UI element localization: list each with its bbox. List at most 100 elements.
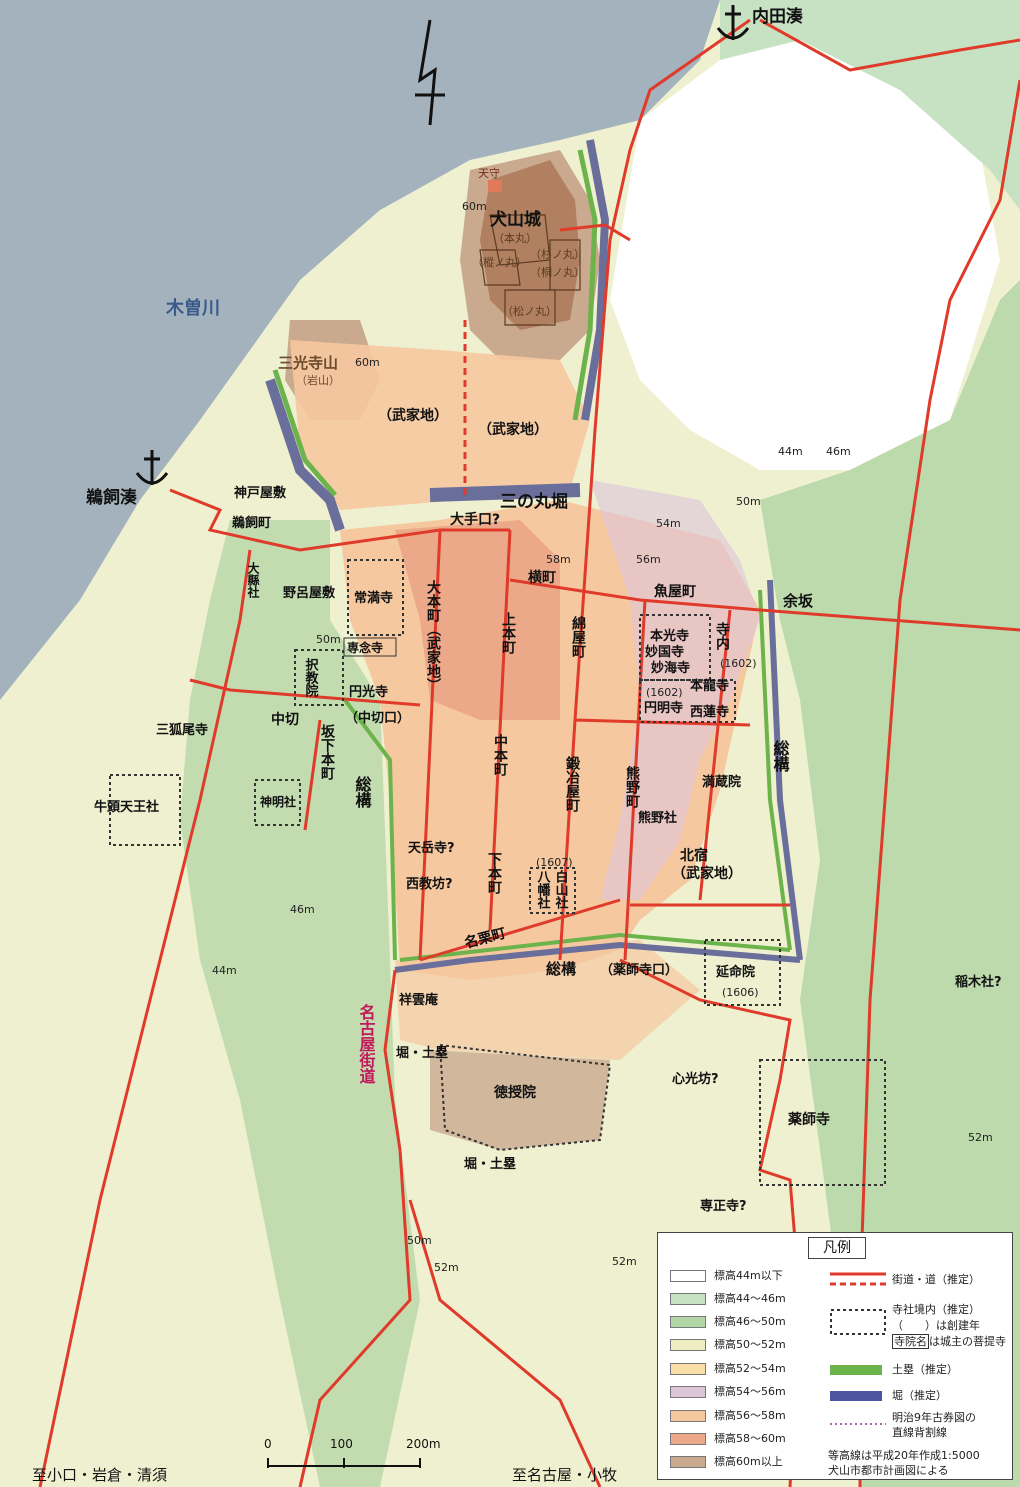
legend-swatch (670, 1456, 706, 1468)
legend-elev-1: 標高44〜46m (670, 1292, 786, 1306)
destination-west: 至小口・岩倉・清須 (32, 1466, 168, 1484)
road-teranai (698, 609, 732, 901)
legend-temple-sample (830, 1309, 886, 1335)
scale-label-100: 100 (330, 1437, 353, 1451)
legend-swatch (670, 1410, 706, 1422)
anchor-icon (716, 5, 750, 40)
hori-sannomaru (429, 483, 581, 502)
tate-label: （樅ノ丸） (472, 256, 527, 269)
bailey-matsu (504, 289, 556, 326)
contour-label: 60m (355, 356, 380, 369)
legend-meiji-sample (830, 1423, 886, 1425)
roads (38, 18, 1020, 1487)
myokoku-label: 妙国寺 (645, 644, 684, 660)
shimohonmachi-label: 下本町 (486, 852, 502, 895)
nakahonmachi-label: 中本町 (492, 733, 508, 777)
legend-elev-label: 標高56〜58m (714, 1409, 786, 1422)
dorui-south (399, 932, 791, 962)
contour-label: 50m (736, 495, 761, 508)
tokuju-label: 徳授院 (493, 1084, 536, 1101)
road-castle-east (559, 223, 631, 242)
tokuju-area (430, 1050, 610, 1150)
contour-label: 52m (612, 1255, 637, 1268)
dorui-sogamae-east (758, 589, 792, 951)
legend-swatch (670, 1293, 706, 1305)
plateau-58-60 (395, 520, 560, 720)
enmyo-outline (639, 679, 736, 723)
legend-swatch (670, 1433, 706, 1445)
legend-road-sample (830, 1272, 886, 1286)
legend-hori-label: 堀（推定） (892, 1389, 947, 1402)
contour-label: 52m (434, 1261, 459, 1274)
takukyo-label: 択教院 (303, 657, 320, 698)
honryu-label: 本龍寺 (690, 678, 729, 694)
legend-elev-label: 標高58〜60m (714, 1432, 786, 1445)
contour-label: 58m (546, 553, 571, 566)
inagi-label: 稲木社? (955, 974, 1002, 990)
legend-elev-4: 標高52〜54m (670, 1362, 786, 1376)
plateau-54-56 (590, 480, 760, 900)
contour-label: 46m (290, 903, 315, 916)
sannomaru-label: 三の丸堀 (500, 491, 568, 512)
castle-name-label: 犬山城 (490, 209, 541, 230)
bailey-sugi (549, 239, 581, 291)
temple-outlines (109, 559, 886, 1186)
kiso-river (0, 0, 720, 700)
tokuju-outline (438, 1043, 612, 1152)
tengaku-label: 天岳寺? (408, 840, 455, 856)
legend-elev-label: 標高60m以上 (714, 1455, 783, 1468)
legend-elev-label: 標高52〜54m (714, 1362, 786, 1375)
legend-swatch (670, 1270, 706, 1282)
legend: 凡例 標高44m以下 標高44〜46m 標高46〜50m 標高50〜52m 標高… (657, 1232, 1013, 1480)
legend-elev-7: 標高58〜60m (670, 1432, 786, 1446)
bukechi-west-label: （武家地） (378, 407, 448, 424)
legend-temple-note2: 寺院名は城主の菩提寺 (892, 1334, 1006, 1349)
sankoji-label: 三光寺山 (278, 354, 338, 372)
takukyo-outline (294, 649, 344, 706)
road-nagoya (298, 969, 412, 1487)
legend-elev-label: 標高44m以下 (714, 1269, 783, 1282)
nakagiriguchi-label: （中切口） (345, 710, 410, 726)
north-arrow-icon (415, 19, 445, 126)
legend-meiji-label1: 明治9年古券図の (892, 1411, 976, 1424)
sennen-label: 専念寺 (347, 640, 383, 655)
contour-label: 60m (462, 200, 487, 213)
legend-temple-note2-text: は城主の菩提寺 (929, 1335, 1006, 1348)
legend-elev-label: 標高54〜56m (714, 1385, 786, 1398)
legend-elev-label: 標高46〜50m (714, 1315, 786, 1328)
castle-baileys (479, 180, 581, 326)
nakagiri-label: 中切 (271, 711, 299, 728)
destination-south: 至名古屋・小牧 (512, 1466, 618, 1484)
legend-elev-3: 標高50〜52m (670, 1338, 786, 1352)
hakusan-year-label: (1607) (536, 856, 573, 869)
contour-label: 46m (826, 445, 851, 458)
harbor-uchida-label: 内田湊 (752, 6, 803, 27)
legend-elev-6: 標高56〜58m (670, 1409, 786, 1423)
legend-swatch (670, 1363, 706, 1375)
kumanosha-label: 熊野社 (638, 810, 677, 826)
year-1602b-label: (1602) (646, 686, 683, 699)
legend-road-label: 街道・道（推定） (892, 1273, 980, 1286)
kitajuku-sub-label: （武家地） (672, 865, 742, 882)
kitajuku-label: 北宿 (680, 847, 708, 864)
enmyo-label: 円明寺 (644, 700, 683, 716)
hachiman-label: 八幡社 (535, 870, 552, 909)
sennen-box (343, 637, 397, 657)
road-east-upper (759, 18, 1020, 72)
road-west-south (38, 549, 252, 1487)
contour-label: 44m (212, 964, 237, 977)
gozu-label: 牛頭天王社 (94, 799, 159, 815)
road-sakashita (303, 719, 322, 831)
lowland-white (610, 40, 1000, 470)
hori-dorui-1-label: 堀・土塁 (396, 1045, 448, 1061)
shinmei-outline (254, 779, 301, 826)
dorui-west (272, 369, 337, 497)
contour-label: 50m (407, 1234, 432, 1247)
bailey-tate (479, 249, 521, 286)
daiagata-label: 大縣社 (246, 561, 260, 598)
hakusan-label: 白山社 (553, 869, 570, 909)
honmaru-label: （本丸） (493, 231, 537, 245)
contour-label: 56m (636, 553, 661, 566)
legend-swatch (670, 1386, 706, 1398)
